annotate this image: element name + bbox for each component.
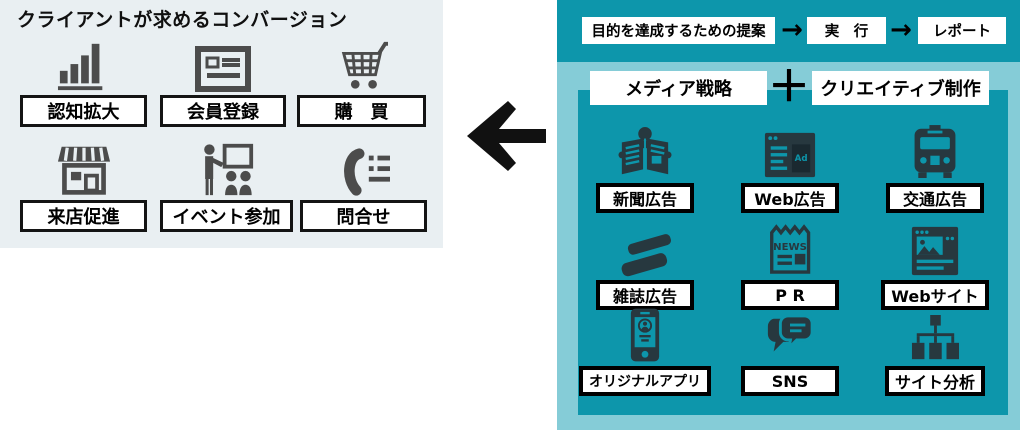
service-sns: SNS [730,307,850,396]
sitemap-icon [875,307,995,363]
service-newspaper-ads: 新聞広告 [585,124,705,213]
conversions-panel-title: クライアントが求めるコンバージョン [17,9,348,31]
registration-form-icon [160,30,286,92]
service-label: Web広告 [741,183,839,213]
conversion-inquiry: 問合せ [300,136,427,232]
newspaper-reader-icon [585,124,705,180]
conversion-store-visit: 来店促進 [20,136,147,232]
conversion-registration: 会員登録 [160,30,286,127]
presentation-icon [160,136,293,197]
service-pr: NEWS P R [730,221,850,310]
conversion-label: 認知拡大 [20,95,147,127]
plus-icon: ＋ [767,62,810,111]
phone-list-icon [300,136,427,197]
media-strategy-box: メディア戦略 [590,71,767,105]
browser-ad-icon: Ad [730,124,850,180]
service-label: オリジナルアプリ [579,366,711,396]
conversion-label: 問合せ [300,200,427,232]
service-label: サイト分析 [884,366,985,396]
news-text: NEWS [773,242,807,253]
conversion-purchase: 購 買 [297,30,426,127]
step-arrow-icon: → [781,15,803,45]
flow-left-arrow-icon [462,99,547,173]
step-execution: 実 行 [807,17,886,44]
conversion-label: イベント参加 [160,200,293,232]
step-proposal: 目的を達成するための提案 [582,17,775,44]
smartphone-icon [585,307,705,363]
service-label: SNS [741,366,839,396]
conversion-event: イベント参加 [160,136,293,232]
service-transit-ads: 交通広告 [875,124,995,213]
service-magazine-ads: 雑誌広告 [585,221,705,310]
step-report: レポート [918,17,1006,44]
service-web-ads: Ad Web広告 [730,124,850,213]
conversion-awareness: 認知拡大 [20,30,147,127]
service-website: Webサイト [875,221,995,310]
creative-production-box: クリエイティブ制作 [812,71,989,105]
service-label: 交通広告 [886,183,984,213]
service-label: Webサイト [881,280,989,310]
shopping-cart-icon [297,30,426,92]
bar-chart-icon [20,30,147,92]
service-original-app: オリジナルアプリ [579,307,711,396]
browser-image-icon [875,221,995,277]
service-site-analytics: サイト分析 [875,307,995,396]
bus-icon [875,124,995,180]
service-label: P R [741,280,839,310]
conversion-label: 購 買 [297,95,426,127]
conversion-label: 会員登録 [160,95,286,127]
news-sheet-icon: NEWS [730,221,850,277]
magazines-icon [585,221,705,277]
service-label: 新聞広告 [596,183,694,213]
step-arrow-icon: → [890,15,912,45]
conversion-label: 来店促進 [20,200,147,232]
ad-text: Ad [795,154,808,164]
service-label: 雑誌広告 [596,280,694,310]
storefront-icon [20,136,147,197]
chat-bubbles-icon [730,307,850,363]
